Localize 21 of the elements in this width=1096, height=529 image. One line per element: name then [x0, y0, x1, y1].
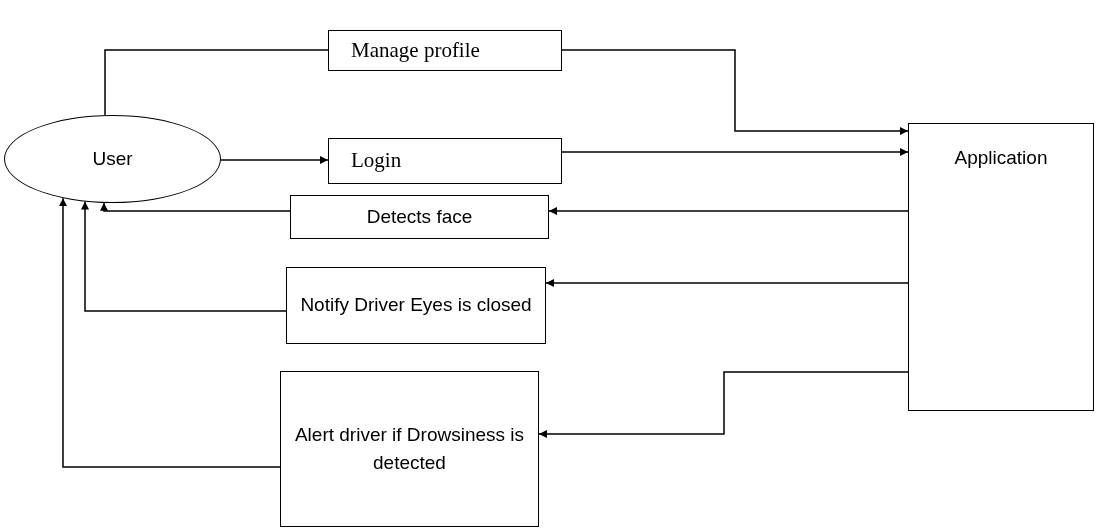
node-label: Login — [351, 147, 402, 175]
arrow — [220, 156, 329, 164]
process-box — [328, 138, 562, 184]
process-box — [280, 371, 539, 527]
arrow — [561, 148, 909, 156]
node-label: Application — [954, 146, 1048, 170]
node-label: Alert driver if Drowsiness is detected — [293, 422, 526, 475]
arrow — [561, 49, 909, 135]
arrow — [538, 371, 909, 438]
node-label: User — [92, 146, 133, 171]
arrow — [545, 279, 909, 287]
node-label: Notify Driver Eyes is closed — [300, 293, 532, 318]
process-box — [328, 30, 562, 71]
node-label: Manage profile — [351, 36, 480, 64]
arrow — [100, 202, 291, 212]
arrow — [59, 197, 281, 468]
arrow — [548, 207, 909, 215]
node-label: Detects face — [366, 204, 473, 229]
process-box — [286, 267, 546, 344]
process-box — [290, 195, 549, 239]
process-box — [908, 123, 1094, 411]
